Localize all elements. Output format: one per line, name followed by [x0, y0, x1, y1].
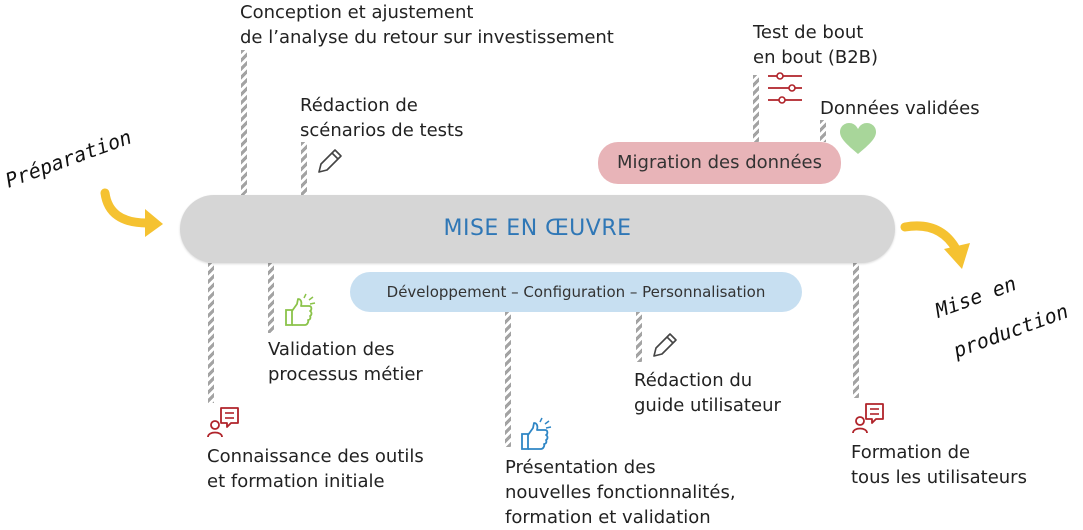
connector-guide: [636, 312, 642, 362]
pencil-icon-guide: [653, 333, 677, 357]
conception-line1: Conception et ajustement: [240, 2, 474, 23]
sliders-icon: [768, 72, 802, 104]
item-redaction-guide: Rédaction du guide utilisateur: [634, 368, 781, 418]
connector-connaissance: [208, 263, 214, 403]
formation-tous-line2: tous les utilisateurs: [851, 467, 1027, 488]
redaction-guide-line1: Rédaction du: [634, 370, 753, 391]
connaissance-outils-line1: Connaissance des outils: [207, 446, 424, 467]
presentation-line1: Présentation des: [505, 457, 656, 478]
main-timeline-bar: MISE EN ŒUVRE: [180, 195, 895, 263]
donnees-validees-line1: Données validées: [820, 98, 980, 119]
validation-processus-line1: Validation des: [268, 339, 395, 360]
main-bar-label: MISE EN ŒUVRE: [443, 216, 632, 241]
presentation-line2: nouvelles fonctionnalités,: [505, 482, 736, 503]
preparation-label: Préparation: [2, 124, 135, 193]
item-formation-tous: Formation de tous les utilisateurs: [851, 440, 1027, 490]
redaction-scenarios-line2: scénarios de tests: [300, 120, 464, 141]
connector-donnees: [820, 120, 826, 142]
test-bout-line2: en bout (B2B): [753, 47, 879, 68]
production-label-line1: Mise en: [932, 271, 1020, 323]
thumbs-up-icon: [285, 293, 316, 326]
item-donnees-validees: Données validées: [820, 96, 980, 121]
development-pill: Développement – Configuration – Personna…: [350, 272, 802, 312]
redaction-scenarios-line1: Rédaction de: [300, 95, 418, 116]
thumbs-up-icon-blue: [521, 417, 552, 450]
test-bout-line1: Test de bout: [753, 22, 864, 43]
item-connaissance-outils: Connaissance des outils et formation ini…: [207, 444, 424, 494]
connector-validation: [268, 263, 274, 333]
item-presentation: Présentation des nouvelles fonctionnalit…: [505, 455, 736, 530]
validation-processus-line2: processus métier: [268, 364, 423, 385]
formation-tous-line1: Formation de: [851, 442, 971, 463]
connector-presentation: [505, 312, 511, 447]
item-conception: Conception et ajustement de l’analyse du…: [240, 0, 614, 50]
connector-scenarios: [301, 142, 307, 195]
redaction-guide-line2: guide utilisateur: [634, 395, 781, 416]
connaissance-outils-line2: et formation initiale: [207, 471, 385, 492]
presentation-line3: formation et validation: [505, 507, 711, 528]
conception-line2: de l’analyse du retour sur investissemen…: [240, 27, 614, 48]
item-validation-processus: Validation des processus métier: [268, 337, 423, 387]
item-test-bout: Test de bout en bout (B2B): [753, 20, 878, 70]
pencil-icon: [318, 149, 342, 173]
item-redaction-scenarios: Rédaction de scénarios de tests: [300, 93, 463, 143]
chat-user-icon: [207, 407, 239, 438]
chat-user-icon-formation: [852, 403, 884, 434]
connector-test-bout: [753, 75, 759, 142]
arrow-preparation-icon: [100, 188, 163, 237]
heart-icon: [840, 123, 876, 154]
connector-conception: [241, 50, 247, 195]
arrow-production-icon: [900, 221, 970, 269]
migration-pill: Migration des données: [598, 142, 841, 184]
connector-formation: [853, 263, 859, 398]
